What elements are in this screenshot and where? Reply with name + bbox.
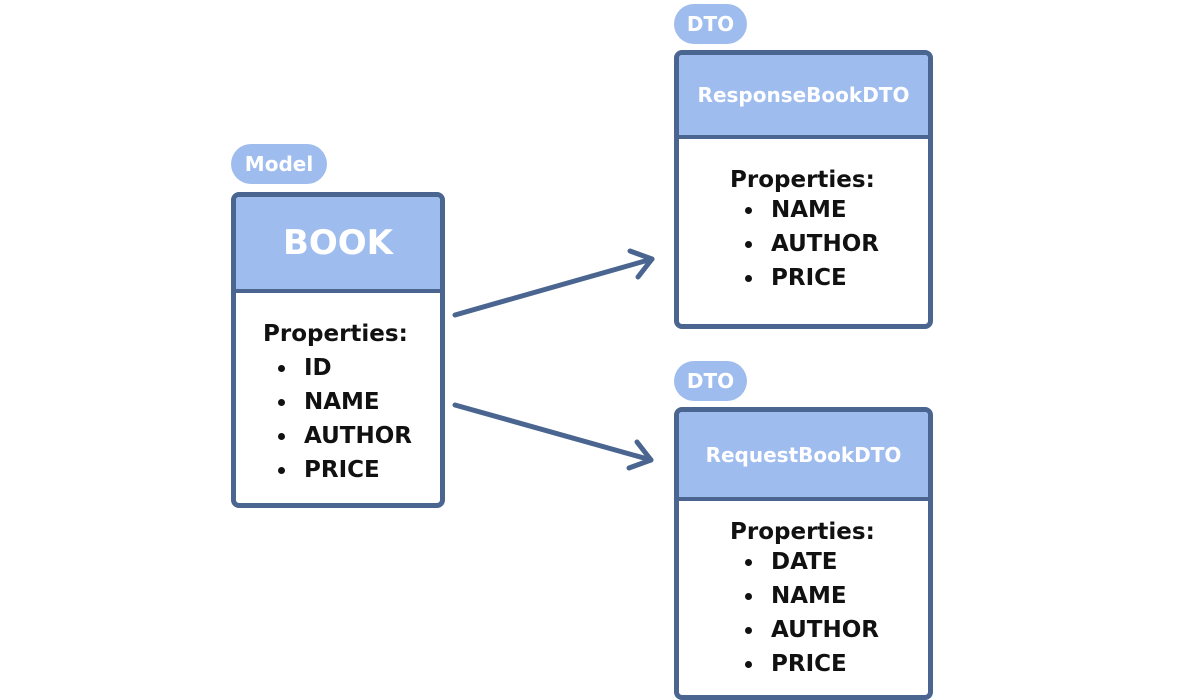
bullet-icon — [745, 206, 752, 214]
arrow-to-response-dto — [452, 248, 655, 318]
bullet-icon — [278, 466, 285, 474]
model-tag: Model — [231, 144, 327, 184]
property-label: AUTHOR — [304, 423, 412, 449]
book-properties-list: ID NAME AUTHOR PRICE — [278, 351, 440, 487]
property-item: ID — [278, 351, 440, 385]
arrow-to-request-dto — [452, 402, 654, 471]
model-tag-label: Model — [244, 152, 314, 176]
property-label: PRICE — [771, 265, 847, 291]
response-dto-properties-label: Properties: — [730, 167, 875, 193]
book-header: BOOK — [236, 197, 440, 293]
property-item: AUTHOR — [745, 613, 928, 647]
response-dto-tag-label: DTO — [686, 12, 735, 36]
property-item: AUTHOR — [278, 419, 440, 453]
request-dto-box: RequestBookDTO Properties: DATE NAME AUT… — [674, 407, 933, 700]
property-label: DATE — [771, 549, 838, 575]
request-dto-tag: DTO — [674, 361, 747, 401]
response-dto-body: Properties: NAME AUTHOR PRICE — [679, 139, 928, 295]
request-dto-title: RequestBookDTO — [705, 442, 902, 467]
property-item: DATE — [745, 545, 928, 579]
property-label: AUTHOR — [771, 231, 879, 257]
response-dto-header: ResponseBookDTO — [679, 55, 928, 139]
property-label: AUTHOR — [771, 617, 879, 643]
property-item: NAME — [278, 385, 440, 419]
property-item: AUTHOR — [745, 227, 928, 261]
request-dto-header: RequestBookDTO — [679, 412, 928, 501]
book-model-box: BOOK Properties: ID NAME AUTHOR PRICE — [231, 192, 445, 508]
response-dto-properties-list: NAME AUTHOR PRICE — [745, 193, 928, 295]
book-body: Properties: ID NAME AUTHOR PRICE — [236, 293, 440, 487]
property-item: PRICE — [745, 647, 928, 681]
request-dto-properties-label: Properties: — [730, 519, 875, 545]
bullet-icon — [278, 432, 285, 440]
bullet-icon — [745, 592, 752, 600]
book-title: BOOK — [282, 223, 394, 263]
bullet-icon — [745, 626, 752, 634]
response-dto-title: ResponseBookDTO — [697, 83, 910, 107]
property-item: PRICE — [745, 261, 928, 295]
bullet-icon — [745, 660, 752, 668]
property-label: NAME — [771, 197, 847, 223]
request-dto-tag-label: DTO — [686, 369, 735, 393]
property-item: NAME — [745, 579, 928, 613]
property-item: PRICE — [278, 453, 440, 487]
request-dto-body: Properties: DATE NAME AUTHOR PRICE — [679, 501, 928, 681]
response-dto-tag: DTO — [674, 4, 747, 44]
property-item: NAME — [745, 193, 928, 227]
property-label: PRICE — [304, 457, 380, 483]
property-label: PRICE — [771, 651, 847, 677]
bullet-icon — [278, 364, 285, 372]
response-dto-box: ResponseBookDTO Properties: NAME AUTHOR … — [674, 50, 933, 329]
request-dto-properties-list: DATE NAME AUTHOR PRICE — [745, 545, 928, 681]
bullet-icon — [745, 274, 752, 282]
property-label: ID — [304, 355, 332, 381]
bullet-icon — [745, 240, 752, 248]
property-label: NAME — [771, 583, 847, 609]
book-properties-label: Properties: — [263, 321, 408, 347]
bullet-icon — [278, 398, 285, 406]
property-label: NAME — [304, 389, 380, 415]
bullet-icon — [745, 558, 752, 566]
